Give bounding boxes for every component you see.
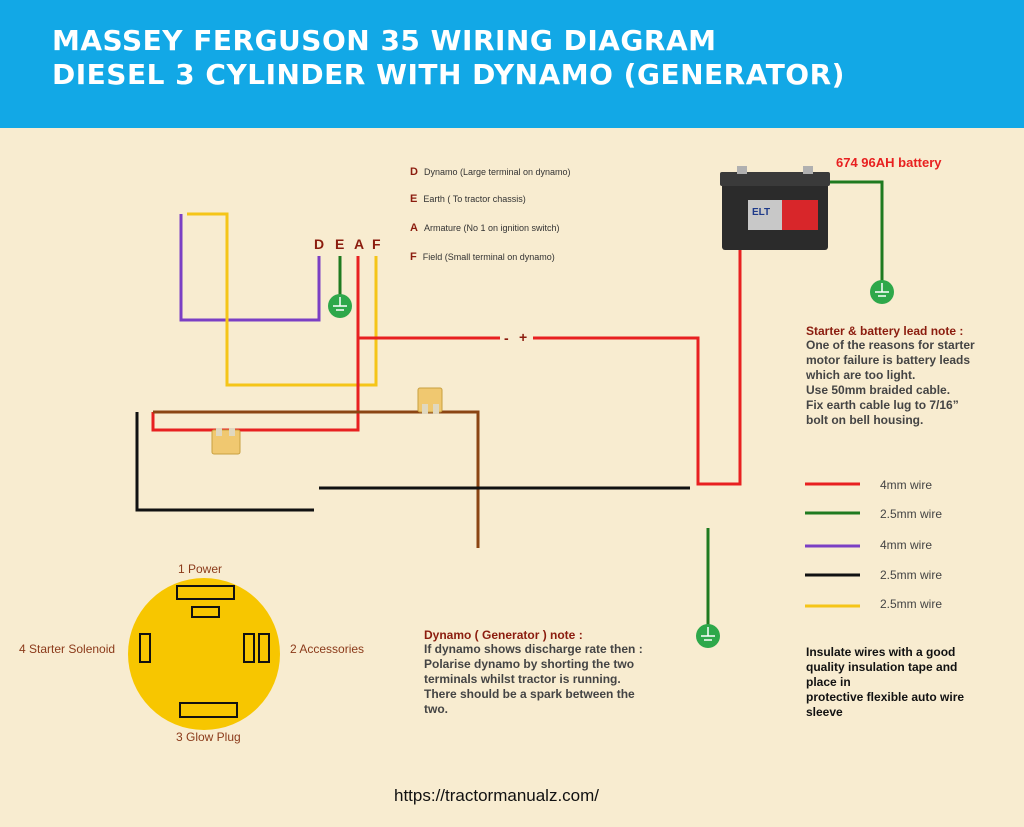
starter-note-line: bolt on bell housing. [806, 413, 924, 427]
insulate-note-line: sleeve [806, 705, 843, 719]
terminal-letter-e: E [335, 236, 345, 252]
terminal-legend-a: A Armature (No 1 on ignition switch) [410, 222, 560, 234]
terminal-letter-a: A [354, 236, 365, 252]
starter-note-title: Starter & battery lead note : [806, 324, 964, 338]
dynamo-note-line: If dynamo shows discharge rate then : [424, 642, 643, 656]
terminal-letter-d: D [314, 236, 325, 252]
battery-image [720, 166, 830, 250]
insulate-note-line: place in [806, 675, 851, 689]
starter-note-line: which are too light. [806, 368, 916, 382]
wire-legend-label: 2.5mm wire [880, 568, 943, 582]
insulate-note-line: Insulate wires with a good [806, 645, 956, 659]
terminal-legend-key: E [410, 193, 418, 205]
terminal-legend-f: F Field (Small terminal on dynamo) [410, 251, 555, 263]
insulate-note-line: protective flexible auto wire [806, 690, 965, 704]
battery-label: 674 96AH battery [836, 155, 942, 170]
insulate-note: Insulate wires with a good quality insul… [806, 645, 964, 720]
black-wire-left [135, 412, 314, 512]
wire-legend-label: 4mm wire [880, 478, 933, 492]
switch-label-glow-plug: 3 Glow Plug [176, 730, 241, 744]
dynamo-note-line: There should be a spark between the [424, 687, 635, 701]
green-wire-battery-earth [810, 180, 884, 284]
terminal-legend-d: D Dynamo (Large terminal on dynamo) [410, 166, 571, 178]
terminal-legend-key: A [410, 222, 418, 234]
header-banner: MASSEY FERGUSON 35 WIRING DIAGRAM DIESEL… [0, 0, 1024, 128]
earth-symbol-e [328, 294, 352, 318]
fuse-upper [417, 387, 443, 414]
title-line-1: MASSEY FERGUSON 35 WIRING DIAGRAM [52, 24, 717, 57]
dynamo-note-line: terminals whilst tractor is running. [424, 672, 621, 686]
polarity-plus: + [519, 329, 528, 345]
terminal-legend-e: E Earth ( To tractor chassis) [410, 193, 526, 205]
yellow-wire-f [187, 212, 378, 387]
starter-note-line: Use 50mm braided cable. [806, 383, 951, 397]
red-wire-a [151, 256, 360, 432]
switch-label-power: 1 Power [178, 562, 223, 576]
earth-symbol-battery [870, 280, 894, 304]
insulate-note-line: quality insulation tape and [806, 660, 958, 674]
dynamo-note: Dynamo ( Generator ) note : If dynamo sh… [424, 628, 664, 717]
terminal-legend-text: Earth ( To tractor chassis) [423, 194, 526, 204]
red-wire-main-right [533, 190, 742, 486]
fuse-lower [211, 428, 241, 455]
dynamo-note-line: two. [424, 702, 448, 716]
wire-legend-label: 2.5mm wire [880, 507, 943, 521]
dynamo-note-line: Polarise dynamo by shorting the two [424, 657, 635, 671]
title-line-2: DIESEL 3 CYLINDER WITH DYNAMO (GENERATOR… [52, 58, 845, 91]
earth-symbol-chassis [696, 624, 720, 648]
dynamo-note-title: Dynamo ( Generator ) note : [424, 628, 583, 642]
wire-legend-label: 4mm wire [880, 538, 933, 552]
battery-brand: ELT [752, 207, 771, 218]
terminal-legend-text: Dynamo (Large terminal on dynamo) [423, 167, 571, 177]
brown-wire [153, 410, 480, 548]
terminal-legend-key: F [410, 251, 417, 263]
starter-note-line: One of the reasons for starter [806, 338, 975, 352]
terminal-letter-f: F [372, 236, 381, 252]
starter-note-line: Fix earth cable lug to 7/16” [806, 398, 959, 412]
polarity-minus: - [504, 330, 509, 346]
starter-note: Starter & battery lead note : One of the… [806, 324, 975, 428]
starter-note-line: motor failure is battery leads [806, 353, 971, 367]
terminal-legend-text: Armature (No 1 on ignition switch) [423, 223, 560, 233]
terminal-legend-text: Field (Small terminal on dynamo) [422, 252, 555, 262]
switch-label-accessories: 2 Accessories [290, 642, 365, 656]
ignition-switch[interactable] [128, 578, 280, 730]
wire-legend-label: 2.5mm wire [880, 597, 943, 611]
footer-url[interactable]: https://tractormanualz.com/ [394, 786, 600, 805]
switch-label-starter-solenoid: 4 Starter Solenoid [19, 642, 116, 656]
terminal-legend-key: D [410, 166, 418, 178]
purple-wire-d [179, 214, 321, 322]
